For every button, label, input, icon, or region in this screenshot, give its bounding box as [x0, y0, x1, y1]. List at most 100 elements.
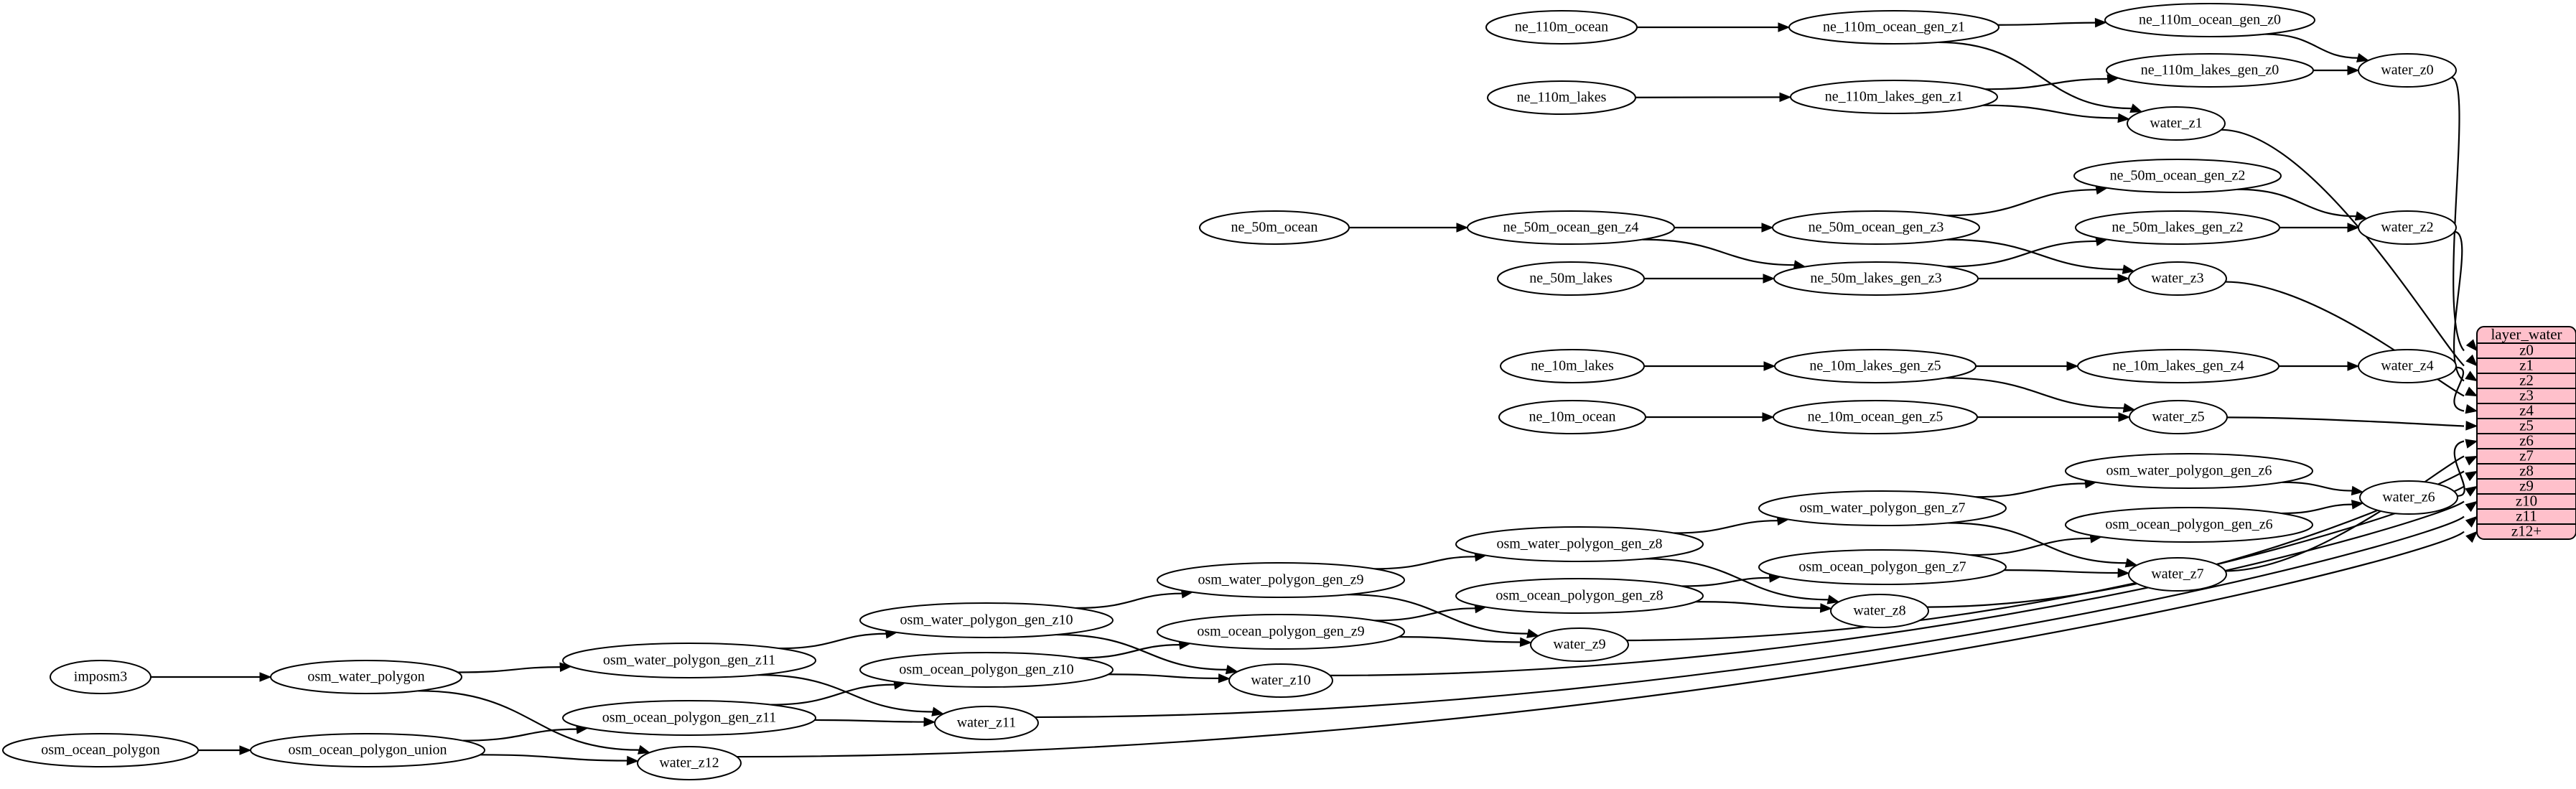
- edge-arrowhead: [2347, 361, 2360, 371]
- edge-arrowhead: [2354, 211, 2368, 221]
- node-label: water_z6: [2382, 490, 2435, 505]
- table-row-z5[interactable]: z5: [2519, 416, 2534, 434]
- edge-arrowhead: [626, 755, 639, 766]
- node-label: osm_water_polygon_gen_z9: [1198, 572, 1363, 588]
- node-water_z10[interactable]: water_z10: [1228, 663, 1333, 698]
- node-ne_10m_lakes_gen_z5[interactable]: ne_10m_lakes_gen_z5: [1774, 349, 1977, 383]
- node-label: ne_10m_ocean_gen_z5: [1808, 409, 1943, 425]
- table-row-z6[interactable]: z6: [2519, 431, 2534, 449]
- edge-osm_water_polygon_gen_z8-to-osm_water_polygon_gen_z7: [1674, 520, 1778, 534]
- table-row-z0[interactable]: z0: [2519, 341, 2534, 358]
- layer-water-table-header: layer_water: [2491, 325, 2562, 342]
- node-ne_110m_ocean_gen_z0[interactable]: ne_110m_ocean_gen_z0: [2104, 3, 2315, 37]
- node-osm_ocean_polygon_gen_z7[interactable]: osm_ocean_polygon_gen_z7: [1758, 549, 2007, 585]
- table-row-z11[interactable]: z11: [2516, 507, 2537, 524]
- table-row-z8[interactable]: z8: [2519, 462, 2534, 479]
- node-imposm3[interactable]: imposm3: [50, 660, 151, 694]
- node-label: ne_50m_ocean: [1231, 220, 1317, 235]
- node-water_z4[interactable]: water_z4: [2358, 349, 2457, 383]
- edge-arrowhead: [2094, 17, 2107, 28]
- edge-arrowhead: [2465, 500, 2478, 513]
- node-osm_water_polygon_gen_z8[interactable]: osm_water_polygon_gen_z8: [1455, 526, 1704, 562]
- node-osm_water_polygon_gen_z6[interactable]: osm_water_polygon_gen_z6: [2065, 453, 2313, 489]
- node-osm_ocean_polygon_gen_z8[interactable]: osm_ocean_polygon_gen_z8: [1455, 578, 1704, 614]
- node-ne_10m_lakes_gen_z4[interactable]: ne_10m_lakes_gen_z4: [2077, 349, 2279, 383]
- node-water_z0[interactable]: water_z0: [2358, 53, 2457, 88]
- node-shape: [1758, 549, 2007, 585]
- node-ne_50m_ocean[interactable]: ne_50m_ocean: [1199, 210, 1350, 245]
- node-water_z1[interactable]: water_z1: [2127, 106, 2226, 141]
- node-water_z12[interactable]: water_z12: [637, 746, 742, 780]
- edge-arrowhead: [2124, 558, 2138, 568]
- table-row-z7[interactable]: z7: [2519, 447, 2534, 464]
- node-ne_50m_lakes[interactable]: ne_50m_lakes: [1497, 261, 1645, 296]
- node-osm_water_polygon_gen_z7[interactable]: osm_water_polygon_gen_z7: [1758, 490, 2007, 526]
- node-label: ne_50m_lakes: [1529, 271, 1613, 286]
- table-row-z4[interactable]: z4: [2519, 401, 2534, 419]
- node-osm_ocean_polygon_gen_z10[interactable]: osm_ocean_polygon_gen_z10: [859, 652, 1114, 688]
- node-ne_10m_ocean_gen_z5[interactable]: ne_10m_ocean_gen_z5: [1773, 400, 1978, 434]
- edge-ne_50m_ocean_gen_z3-to-water_z3: [1946, 238, 2124, 271]
- node-shape: [1455, 526, 1704, 562]
- node-label: ne_50m_ocean_gen_z4: [1503, 220, 1639, 235]
- node-shape: [1773, 261, 1979, 296]
- node-ne_10m_lakes[interactable]: ne_10m_lakes: [1500, 349, 1645, 383]
- edge-arrowhead: [239, 745, 252, 755]
- node-ne_110m_ocean[interactable]: ne_110m_ocean: [1485, 10, 1638, 45]
- node-osm_ocean_polygon_gen_z11[interactable]: osm_ocean_polygon_gen_z11: [562, 700, 816, 736]
- edge-arrowhead: [931, 706, 945, 716]
- edge-ne_50m_ocean_gen_z3-to-ne_50m_ocean_gen_z2: [1946, 189, 2098, 217]
- node-ne_50m_ocean_gen_z2[interactable]: ne_50m_ocean_gen_z2: [2073, 159, 2282, 193]
- node-ne_10m_ocean[interactable]: ne_10m_ocean: [1498, 400, 1646, 434]
- edge-arrowhead: [2465, 515, 2478, 528]
- table-row-z3[interactable]: z3: [2519, 386, 2534, 403]
- node-osm_ocean_polygon_union[interactable]: osm_ocean_polygon_union: [250, 733, 485, 767]
- node-water_z3[interactable]: water_z3: [2128, 261, 2227, 296]
- edge-water_z7-to-layer_water-z7: [2225, 455, 2465, 572]
- node-ne_50m_lakes_gen_z3[interactable]: ne_50m_lakes_gen_z3: [1773, 261, 1979, 296]
- edge-water_z3-to-layer_water-z3: [2225, 281, 2465, 397]
- node-water_z11[interactable]: water_z11: [934, 706, 1039, 740]
- table-row-z9[interactable]: z9: [2519, 477, 2534, 494]
- node-osm_ocean_polygon_gen_z9[interactable]: osm_ocean_polygon_gen_z9: [1157, 614, 1405, 650]
- edge-water_z12-to-layer_water-z12-: [737, 531, 2465, 758]
- edge-arrowhead: [1763, 361, 1776, 371]
- table-row-z2[interactable]: z2: [2519, 371, 2534, 388]
- node-shape: [2, 733, 199, 767]
- node-osm_water_polygon_gen_z9[interactable]: osm_water_polygon_gen_z9: [1157, 562, 1405, 598]
- node-osm_ocean_polygon[interactable]: osm_ocean_polygon: [2, 733, 199, 767]
- edge-arrowhead: [2465, 531, 2478, 543]
- node-ne_110m_ocean_gen_z1[interactable]: ne_110m_ocean_gen_z1: [1788, 10, 1999, 45]
- node-label: water_z7: [2151, 566, 2203, 582]
- node-water_z8[interactable]: water_z8: [1830, 594, 1929, 628]
- node-osm_water_polygon[interactable]: osm_water_polygon: [270, 660, 462, 694]
- edge-arrowhead: [2347, 223, 2360, 233]
- edge-arrowhead: [2356, 52, 2369, 62]
- table-row-z1[interactable]: z1: [2519, 356, 2534, 373]
- node-shape: [1228, 663, 1333, 698]
- node-label: water_z12: [659, 755, 719, 771]
- node-osm_ocean_polygon_gen_z6[interactable]: osm_ocean_polygon_gen_z6: [2065, 507, 2313, 543]
- node-water_z2[interactable]: water_z2: [2358, 210, 2457, 245]
- node-water_z7[interactable]: water_z7: [2128, 557, 2227, 592]
- edge-arrowhead: [2465, 455, 2478, 466]
- node-osm_water_polygon_gen_z10[interactable]: osm_water_polygon_gen_z10: [859, 602, 1114, 638]
- node-ne_110m_lakes_gen_z1[interactable]: ne_110m_lakes_gen_z1: [1790, 80, 1998, 114]
- edge-arrowhead: [1456, 223, 1469, 233]
- node-label: water_z9: [1553, 637, 1605, 653]
- edge-osm_water_polygon_gen_z10-to-water_z10: [1056, 633, 1228, 671]
- node-water_z5[interactable]: water_z5: [2129, 400, 2228, 434]
- node-ne_110m_lakes[interactable]: ne_110m_lakes: [1487, 80, 1636, 115]
- edge-water_z9-to-layer_water-z9: [1626, 485, 2465, 642]
- edge-osm_ocean_polygon_gen_z10-to-water_z10: [1108, 673, 1220, 679]
- node-ne_50m_lakes_gen_z2[interactable]: ne_50m_lakes_gen_z2: [2075, 210, 2280, 245]
- table-row-z10[interactable]: z10: [2516, 492, 2537, 509]
- node-water_z9[interactable]: water_z9: [1530, 627, 1629, 662]
- node-water_z6[interactable]: water_z6: [2359, 480, 2458, 515]
- node-label: osm_water_polygon: [307, 669, 424, 685]
- table-row-z12plus[interactable]: z12+: [2511, 522, 2542, 539]
- node-ne_50m_ocean_gen_z3[interactable]: ne_50m_ocean_gen_z3: [1772, 210, 1980, 245]
- node-ne_50m_ocean_gen_z4[interactable]: ne_50m_ocean_gen_z4: [1467, 210, 1675, 245]
- node-ne_110m_lakes_gen_z0[interactable]: ne_110m_lakes_gen_z0: [2106, 53, 2314, 88]
- node-osm_water_polygon_gen_z11[interactable]: osm_water_polygon_gen_z11: [562, 643, 816, 678]
